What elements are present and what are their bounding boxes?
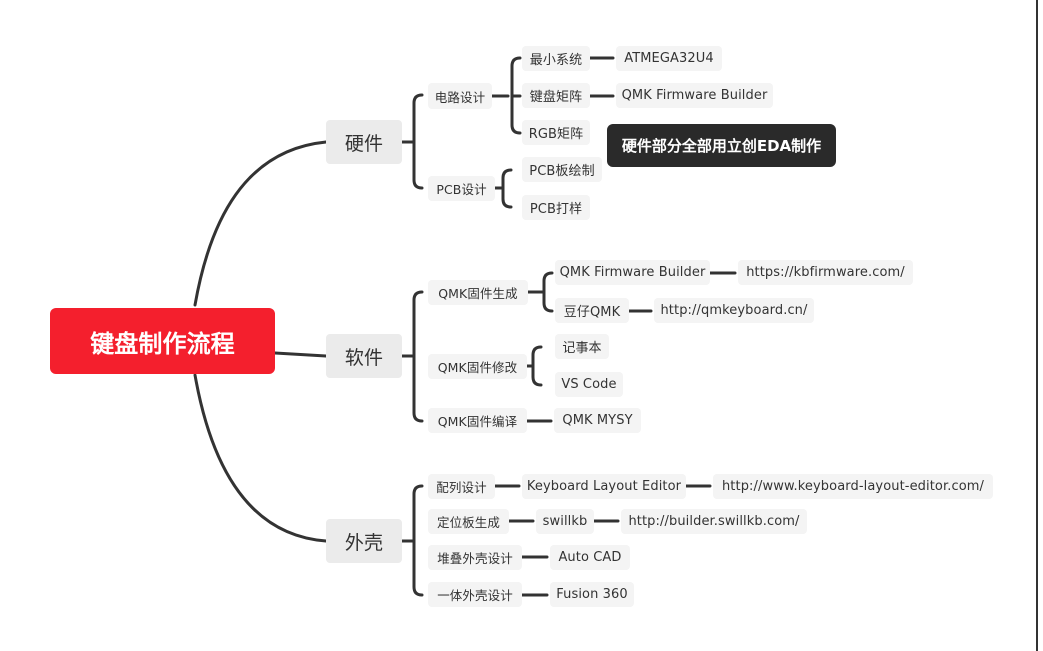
node-unibody-case-design[interactable]: 一体外壳设计	[428, 582, 522, 607]
node-keyboard-layout-editor[interactable]: Keyboard Layout Editor	[522, 474, 686, 499]
note-callout: 硬件部分全部用立创EDA制作	[607, 124, 836, 167]
node-atmega32u4[interactable]: ATMEGA32U4	[616, 46, 722, 71]
node-vscode[interactable]: VS Code	[555, 372, 623, 397]
branch-enclosure[interactable]: 外壳	[326, 519, 402, 563]
node-qmk-compile[interactable]: QMK固件编译	[428, 408, 527, 433]
node-swillkb[interactable]: swillkb	[536, 509, 594, 534]
node-qmk-generate[interactable]: QMK固件生成	[428, 280, 528, 305]
node-swillkb-url[interactable]: http://builder.swillkb.com/	[621, 509, 807, 534]
node-qmk-mysy[interactable]: QMK MYSY	[554, 408, 641, 433]
node-qmkeyboard-url[interactable]: http://qmkeyboard.cn/	[654, 298, 814, 323]
node-notepad[interactable]: 记事本	[555, 334, 609, 359]
node-kbfirmware-url[interactable]: https://kbfirmware.com/	[738, 260, 913, 285]
node-qmk-modify[interactable]: QMK固件修改	[428, 354, 527, 379]
node-minimal-system[interactable]: 最小系统	[522, 46, 590, 71]
node-autocad[interactable]: Auto CAD	[550, 545, 630, 570]
node-key-matrix[interactable]: 键盘矩阵	[522, 83, 590, 108]
node-plate-generate[interactable]: 定位板生成	[428, 509, 509, 534]
node-circuit-design[interactable]: 电路设计	[428, 83, 492, 109]
branch-hardware[interactable]: 硬件	[326, 120, 402, 164]
root-node[interactable]: 键盘制作流程	[50, 308, 275, 374]
node-pcb-proofing[interactable]: PCB打样	[522, 195, 590, 220]
node-kle-url[interactable]: http://www.keyboard-layout-editor.com/	[713, 474, 993, 499]
node-qmk-firmware-builder[interactable]: QMK Firmware Builder	[555, 260, 710, 285]
node-douzai-qmk[interactable]: 豆仔QMK	[555, 298, 629, 323]
branch-software[interactable]: 软件	[326, 334, 402, 378]
window-edge	[1036, 0, 1038, 651]
node-stacked-case-design[interactable]: 堆叠外壳设计	[428, 545, 522, 570]
node-pcb-drawing[interactable]: PCB板绘制	[522, 157, 602, 182]
node-fusion360[interactable]: Fusion 360	[550, 582, 634, 607]
node-rgb-matrix[interactable]: RGB矩阵	[522, 120, 590, 145]
node-qmk-firmware-builder-hw[interactable]: QMK Firmware Builder	[616, 83, 773, 108]
node-pcb-design[interactable]: PCB设计	[428, 176, 495, 201]
node-layout-design[interactable]: 配列设计	[428, 474, 495, 499]
